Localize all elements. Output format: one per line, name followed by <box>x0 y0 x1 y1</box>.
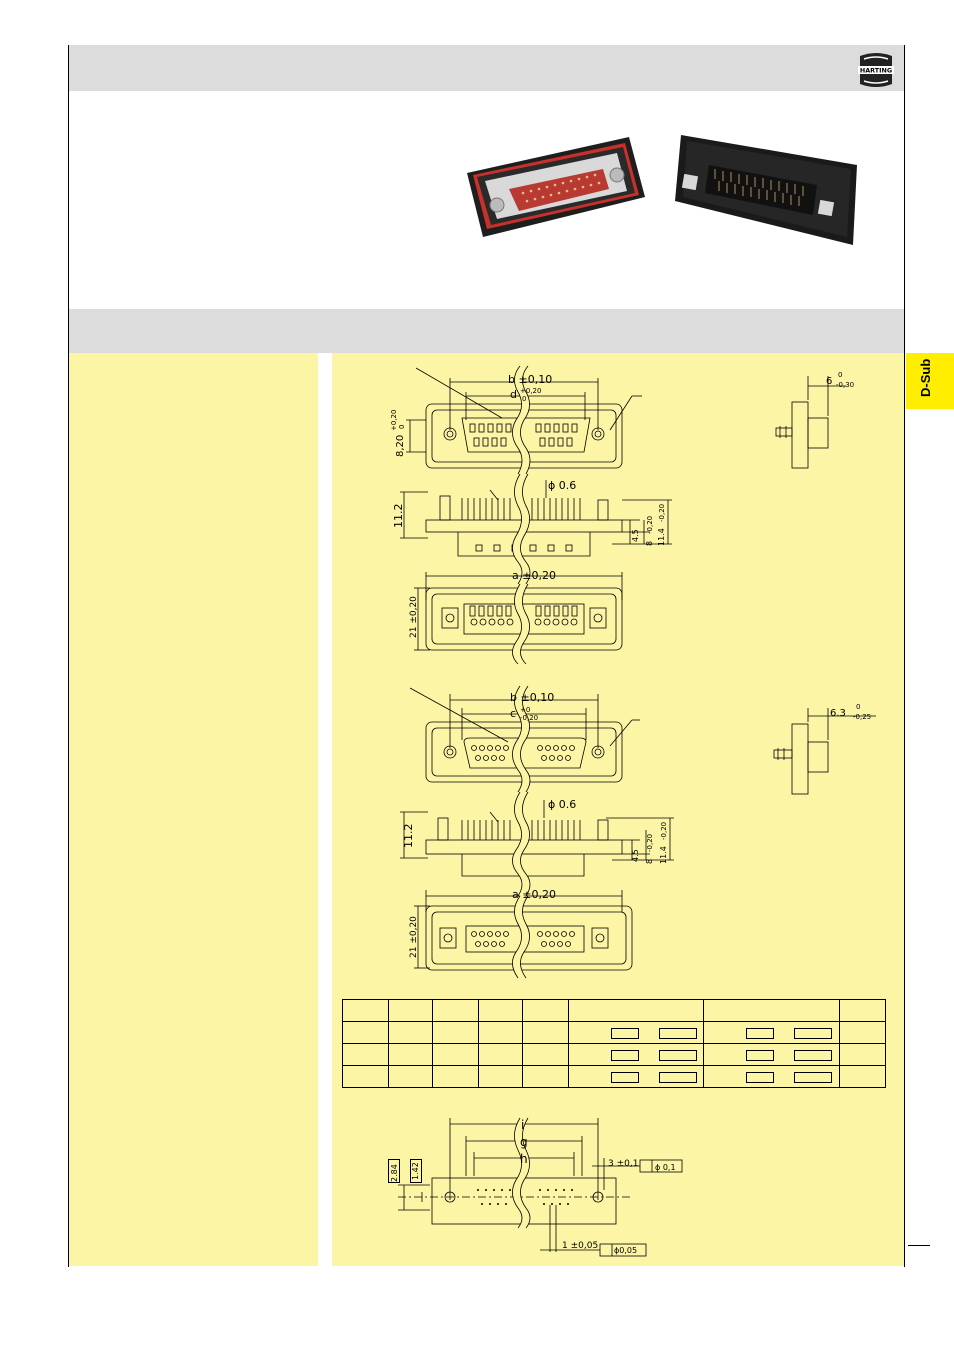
logo-text: HARTING <box>860 67 892 75</box>
top-dim-21: 21 ±0,20 <box>409 596 419 638</box>
bottom-side-view <box>773 708 876 795</box>
top-dim-d-tol-minus: 0 <box>522 395 526 403</box>
bottom-dim-6-3: 6.3 <box>830 708 846 719</box>
bottom-dim-tol-020b: -0,20 <box>660 822 668 840</box>
page-border-left <box>68 45 69 1267</box>
top-rear-view <box>414 572 623 667</box>
top-dim-b: b ±0,10 <box>508 373 552 386</box>
bottom-dim-4-5: 4.5 <box>631 849 640 862</box>
ordering-table <box>342 999 886 1088</box>
cutout-pos-tol-2: ϕ0,05 <box>614 1246 637 1255</box>
dim-box-2-84 <box>388 1159 400 1183</box>
bottom-dim-21: 21 ±0,20 <box>409 916 419 958</box>
bottom-dim-a: a ±0,20 <box>512 888 556 901</box>
bottom-dim-6-3-tol-minus: -0,25 <box>853 713 871 721</box>
cutout-dim-1: 1 ±0,05 <box>562 1241 598 1251</box>
left-info-panel <box>69 353 318 1266</box>
connector-photo-black <box>675 135 857 245</box>
bottom-dim-b: b ±0,10 <box>510 691 554 704</box>
top-front-view <box>406 363 642 476</box>
bottom-dim-c: c <box>510 707 516 720</box>
table-row <box>342 1021 886 1044</box>
header-band <box>69 45 904 91</box>
top-dim-d-tol-plus: +0,20 <box>520 387 541 395</box>
cutout-pos-tol-1: ϕ 0,1 <box>655 1163 676 1172</box>
dim-box-1-42 <box>410 1159 422 1183</box>
top-dim-8-20-tol-plus: +0,20 <box>390 410 398 431</box>
bottom-dim-tol-020: -0,20 <box>646 834 654 852</box>
bottom-front-view <box>409 683 640 794</box>
drawing-panel <box>332 353 904 1266</box>
top-dim-a: a ±0,20 <box>512 569 556 582</box>
bottom-dim-6-3-tol-plus: 0 <box>856 703 860 711</box>
product-photo-area <box>69 91 904 309</box>
page-border-right <box>904 45 905 1267</box>
top-dim-tol-020: -0,20 <box>646 516 654 534</box>
table-row <box>342 1043 886 1066</box>
bottom-dim-phi: ϕ 0.6 <box>548 798 576 811</box>
bottom-dim-c-tol-minus: -0,20 <box>520 714 538 722</box>
connector-photo-red <box>467 137 645 237</box>
top-dim-d: d <box>510 388 517 401</box>
top-dim-4-5: 4.5 <box>631 529 640 542</box>
cutout-dim-h: h <box>520 1152 528 1166</box>
top-dim-11-2: 11.2 <box>392 504 405 529</box>
top-dim-6-tol-plus: 0 <box>838 371 842 379</box>
top-dim-phi: ϕ 0.6 <box>548 479 576 492</box>
top-dim-8-20-tol-minus: 0 <box>398 425 406 429</box>
bottom-dim-11-4: 11.4 <box>659 846 668 864</box>
table-header-row <box>342 999 886 1022</box>
top-dim-tol-020b: -0,20 <box>658 504 666 522</box>
top-dim-6-tol-minus: -0,30 <box>836 381 854 389</box>
panel-cutout-drawing <box>398 1116 683 1257</box>
top-side-view <box>775 376 846 469</box>
bottom-section-view <box>400 790 674 898</box>
page-number-rule <box>908 1245 930 1246</box>
bottom-dim-c-tol-plus: +0 <box>520 706 530 714</box>
bottom-dim-11-2: 11.2 <box>402 824 415 849</box>
top-dim-6: 6 <box>826 376 832 387</box>
cutout-dim-g: g <box>520 1135 528 1149</box>
bottom-dim-8: 8 <box>645 859 654 864</box>
bottom-rear-view <box>414 890 633 981</box>
harting-logo: HARTING <box>858 53 894 87</box>
table-row <box>342 1065 886 1088</box>
section-band <box>69 309 904 353</box>
cutout-dim-2-84: 2.84 <box>390 1164 399 1182</box>
top-section-view <box>400 472 672 586</box>
top-dim-8: 8 <box>645 541 654 546</box>
top-dim-11-4: 11.4 <box>657 528 666 546</box>
cutout-dim-i: i <box>521 1118 524 1132</box>
cutout-dim-1-42: 1.42 <box>411 1162 420 1180</box>
dsub-side-tab[interactable]: D-Sub <box>906 353 954 409</box>
top-dim-8-20: 8,20 <box>395 435 406 457</box>
cutout-dim-3: 3 ±0,1 <box>608 1159 638 1169</box>
